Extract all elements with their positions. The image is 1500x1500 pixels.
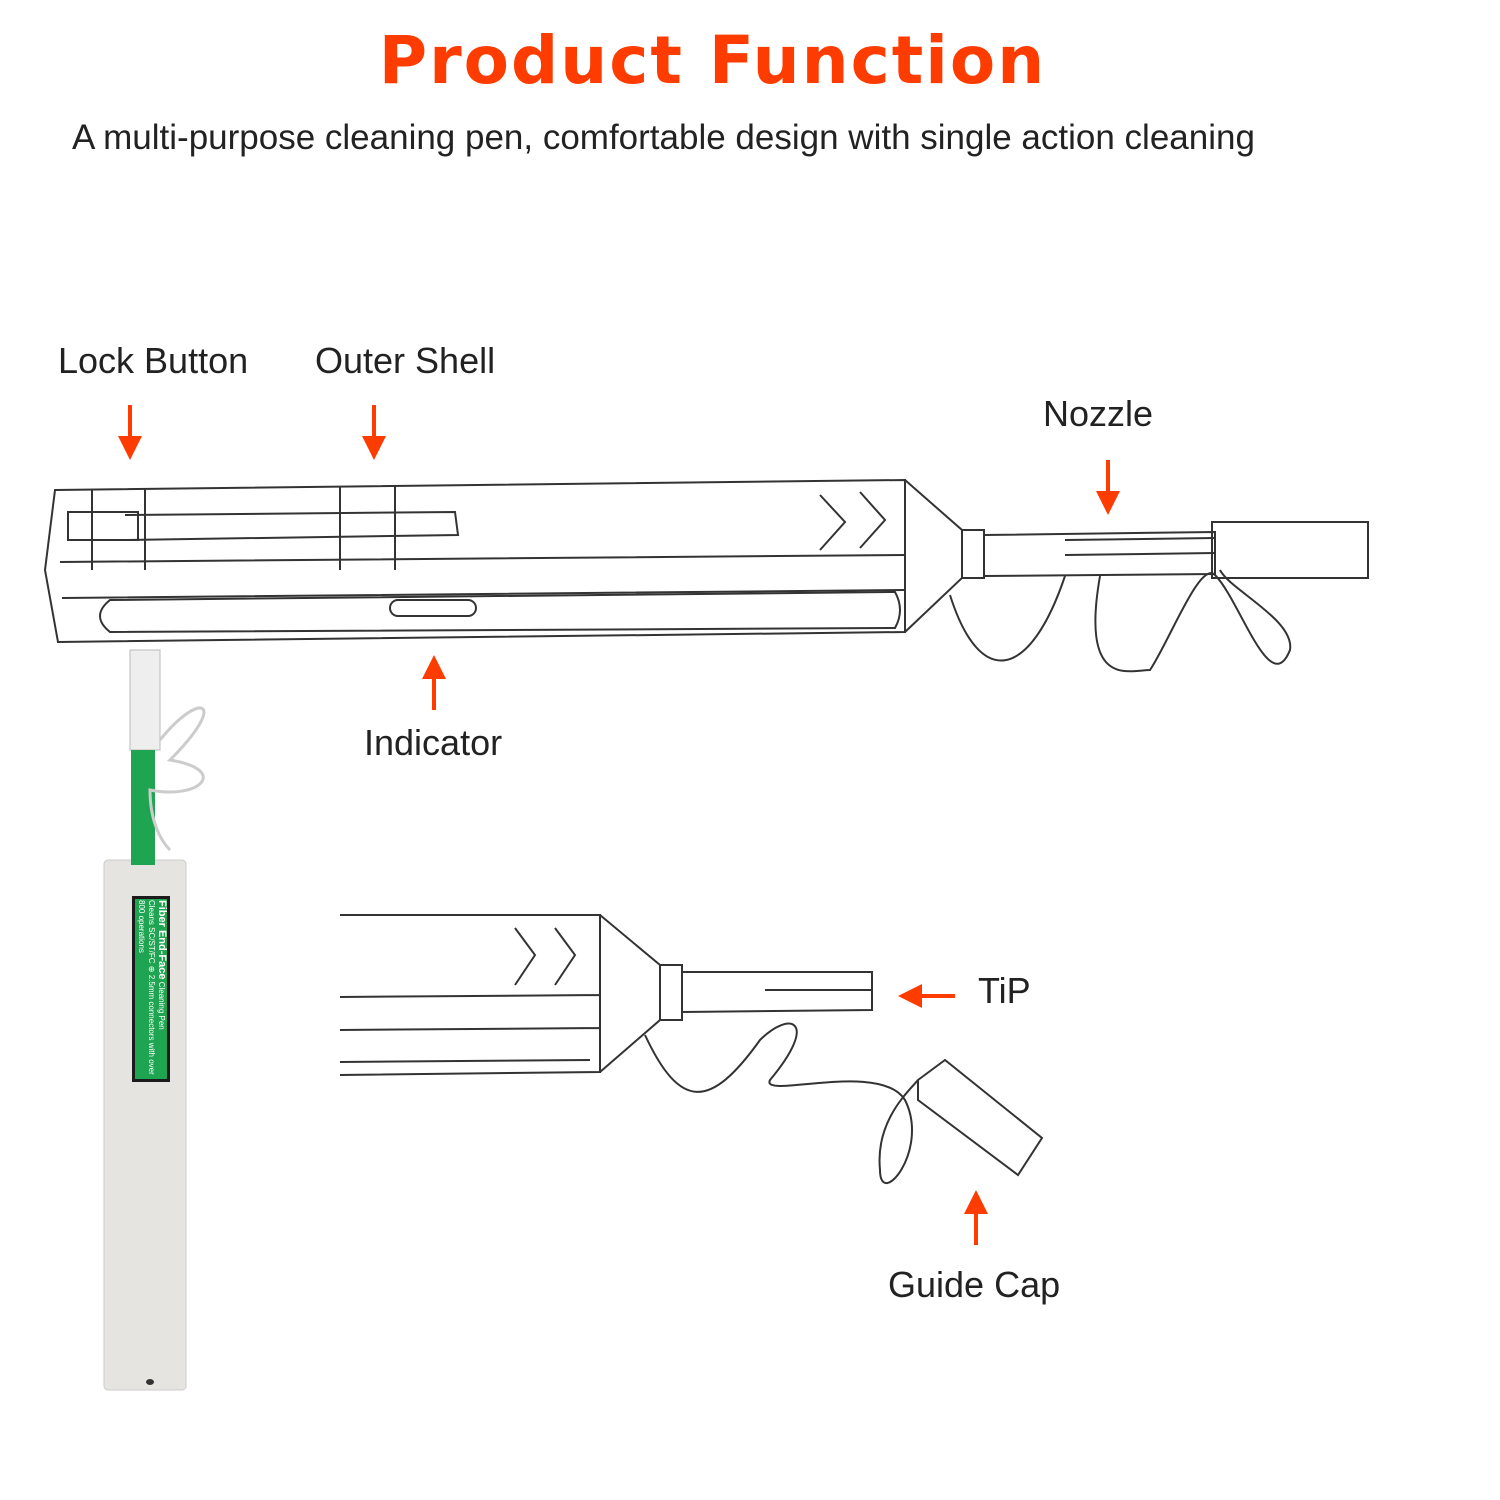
label-indicator: Indicator	[364, 722, 503, 763]
arrows	[118, 405, 1120, 1245]
pen-outline-detail	[339, 914, 1044, 1185]
pen-label: Fiber End-Face Cleaning Pen Cleans SC/ST…	[131, 900, 168, 1080]
pen-photo	[103, 649, 206, 1391]
pen-outline-top	[43, 478, 1369, 673]
label-lock-button: Lock Button	[58, 340, 249, 381]
page-title: Product Function	[378, 22, 1047, 99]
pen-label-heading-small: Cleaning Pen	[157, 981, 166, 1030]
pen-label-line1: Cleans SC/ST/FC ⊕ 2.5mm connectors with …	[147, 900, 156, 1075]
label-nozzle: Nozzle	[1043, 393, 1154, 434]
label-guide-cap: Guide Cap	[888, 1264, 1061, 1305]
label-tip: TiP	[978, 970, 1031, 1011]
pen-label-line2: 800 operations	[137, 900, 146, 953]
subtitle: A multi-purpose cleaning pen, comfortabl…	[72, 118, 1255, 157]
label-outer-shell: Outer Shell	[315, 340, 496, 381]
pen-label-heading: Fiber End-Face	[156, 900, 168, 980]
